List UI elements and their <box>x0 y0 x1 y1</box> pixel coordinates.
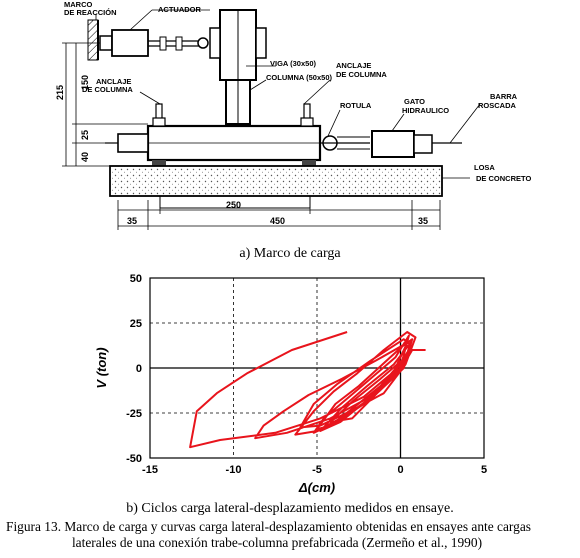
dim-35-right: 35 <box>418 216 428 226</box>
load-frame-diagram: MARCO DE REACCIÓN ACTUADOR VIGA (30x50) … <box>55 0 531 230</box>
reaction-frame <box>87 19 99 61</box>
label-losa-2: DE CONCRETO <box>476 174 531 183</box>
dim-150: 150 <box>80 75 90 90</box>
base-beam <box>105 124 322 162</box>
label-anclaje-left-2: DE COLUMNA <box>82 85 133 94</box>
dim-35-left: 35 <box>127 216 137 226</box>
leader-lines <box>95 9 481 179</box>
concrete-slab <box>109 165 443 209</box>
label-rotula: ROTULA <box>340 101 372 110</box>
figure-caption-line1: Figura 13. Marco de carga y curvas carga… <box>6 519 531 534</box>
y-tick-label: 0 <box>136 363 142 375</box>
dim-215: 215 <box>55 85 65 100</box>
label-gato-2: HIDRAULICO <box>402 106 449 115</box>
label-actuador: ACTUADOR <box>158 5 201 14</box>
figure-caption-line2: laterales de una conexión trabe-columna … <box>71 535 483 550</box>
y-axis-label: V (ton) <box>94 347 109 388</box>
label-anclaje-right-1: ANCLAJE <box>336 61 371 70</box>
y-tick-label: 50 <box>130 273 142 285</box>
label-columna: COLUMNA (50x50) <box>266 73 332 82</box>
x-axis-label: Δ(cm) <box>298 480 335 495</box>
column-anchors <box>152 103 314 127</box>
figure-caption: Figura 13. Marco de carga y curvas carga… <box>6 519 578 551</box>
label-anclaje-right-2: DE COLUMNA <box>336 70 387 79</box>
x-tick-label: -15 <box>142 464 158 476</box>
chart-series <box>189 331 426 449</box>
support-blocks <box>152 160 316 166</box>
label-losa-1: LOSA <box>474 163 495 172</box>
actuator <box>99 29 209 57</box>
dim-250: 250 <box>226 200 241 210</box>
label-de-reaccion: DE REACCIÓN <box>64 8 117 17</box>
caption-b: b) Ciclos carga lateral-desplazamiento m… <box>126 501 454 516</box>
dimension-lines <box>62 42 441 230</box>
y-tick-label: 25 <box>130 318 142 330</box>
dim-40: 40 <box>80 152 90 162</box>
hinge <box>320 135 370 151</box>
label-barra-2: ROSCADA <box>478 101 517 110</box>
x-tick-label: -5 <box>312 464 322 476</box>
beam-column-assembly <box>209 9 267 125</box>
label-barra-1: BARRA <box>490 92 518 101</box>
dim-25: 25 <box>80 130 90 140</box>
dim-450: 450 <box>270 216 285 226</box>
x-tick-label: 0 <box>397 464 403 476</box>
hydraulic-jack <box>371 130 462 158</box>
caption-a: a) Marco de carga <box>239 246 341 261</box>
label-marco: MARCO <box>64 0 92 9</box>
label-gato-1: GATO <box>404 97 425 106</box>
label-anclaje-left-1: ANCLAJE <box>96 77 131 86</box>
hysteresis-curve <box>189 331 426 449</box>
x-tick-label: -10 <box>226 464 242 476</box>
y-tick-label: -25 <box>126 408 142 420</box>
label-viga: VIGA (30x50) <box>270 59 316 68</box>
y-tick-label: -50 <box>126 453 142 465</box>
x-tick-label: 5 <box>481 464 487 476</box>
